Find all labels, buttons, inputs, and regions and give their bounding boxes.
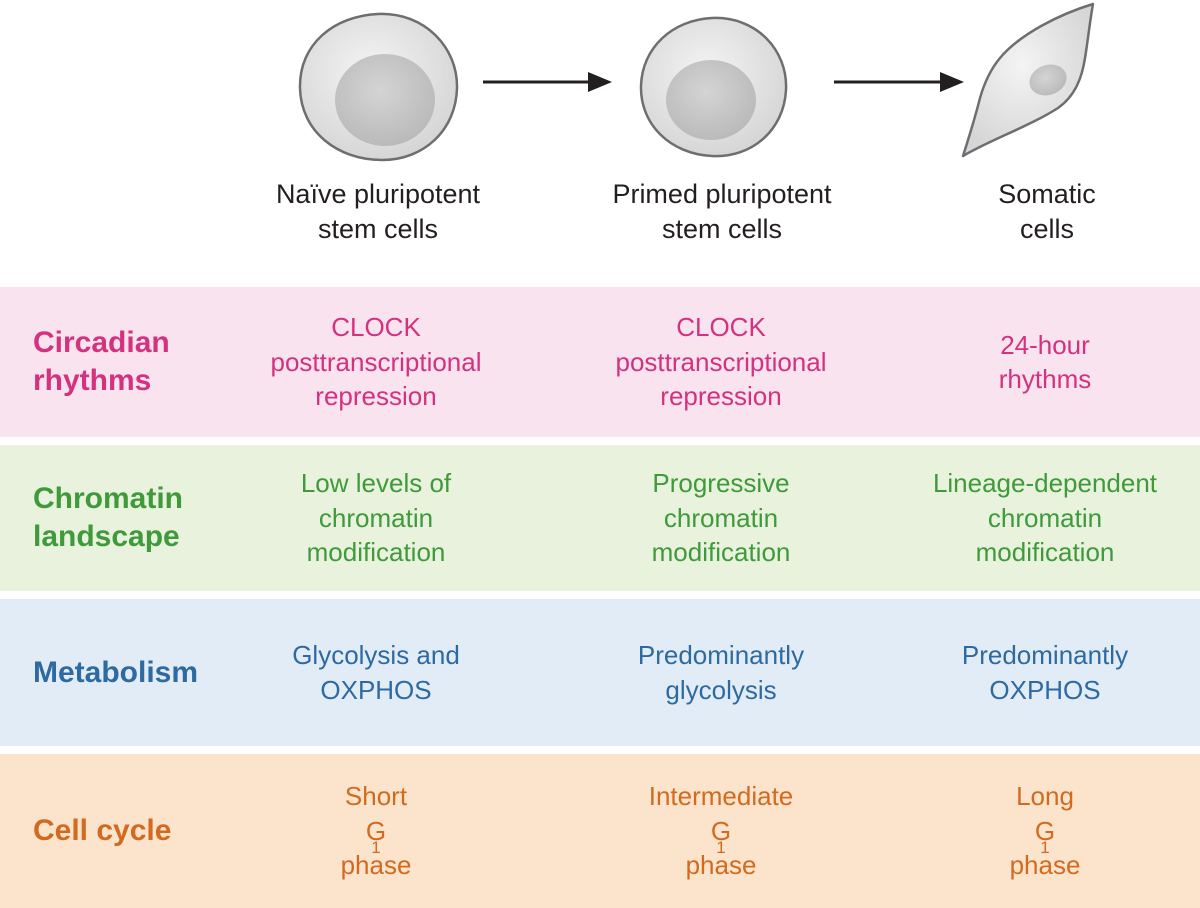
cell-progression-diagram — [298, 2, 1095, 162]
arrow-icon — [834, 72, 964, 92]
primed-cell-icon — [639, 16, 788, 158]
naive-cell-icon — [298, 12, 459, 162]
somatic-cell-icon — [961, 2, 1095, 158]
cellcycle-heading: Cell cycle — [33, 814, 172, 847]
arrow-icon — [483, 72, 612, 92]
metabolism-heading: Metabolism — [33, 655, 199, 689]
